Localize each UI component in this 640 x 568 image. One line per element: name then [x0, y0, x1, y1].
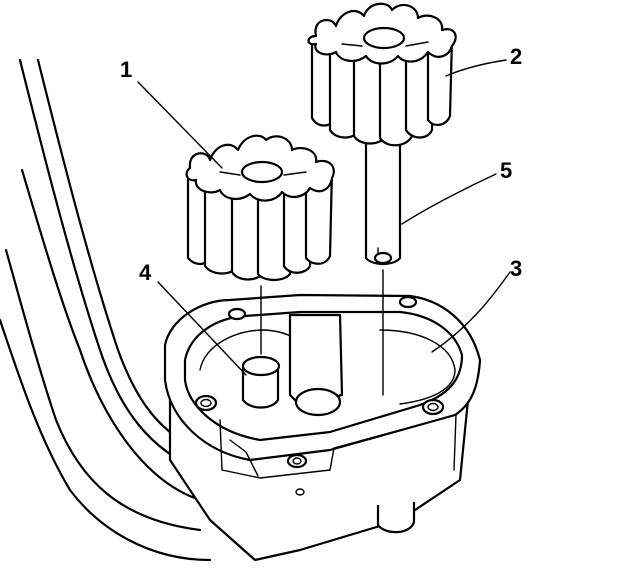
- leader-lines: [137, 59, 511, 376]
- oil-pump-body: [163, 293, 482, 562]
- leader-4: [157, 281, 247, 376]
- callout-label-1: 1: [120, 57, 132, 82]
- callout-label-3: 3: [510, 256, 522, 281]
- leader-3: [431, 271, 511, 353]
- callout-label-5: 5: [500, 158, 512, 183]
- callout-labels: 1 2 3 4 5: [120, 44, 522, 285]
- drive-gear-shaft: [364, 138, 402, 396]
- drive-gear: [307, 2, 457, 147]
- callout-label-2: 2: [510, 44, 522, 69]
- leader-5: [401, 173, 497, 225]
- leader-1: [137, 81, 223, 169]
- driven-gear: [185, 134, 335, 282]
- leader-2: [445, 59, 507, 77]
- driven-gear-shaft: [241, 285, 281, 409]
- callout-label-4: 4: [139, 260, 152, 285]
